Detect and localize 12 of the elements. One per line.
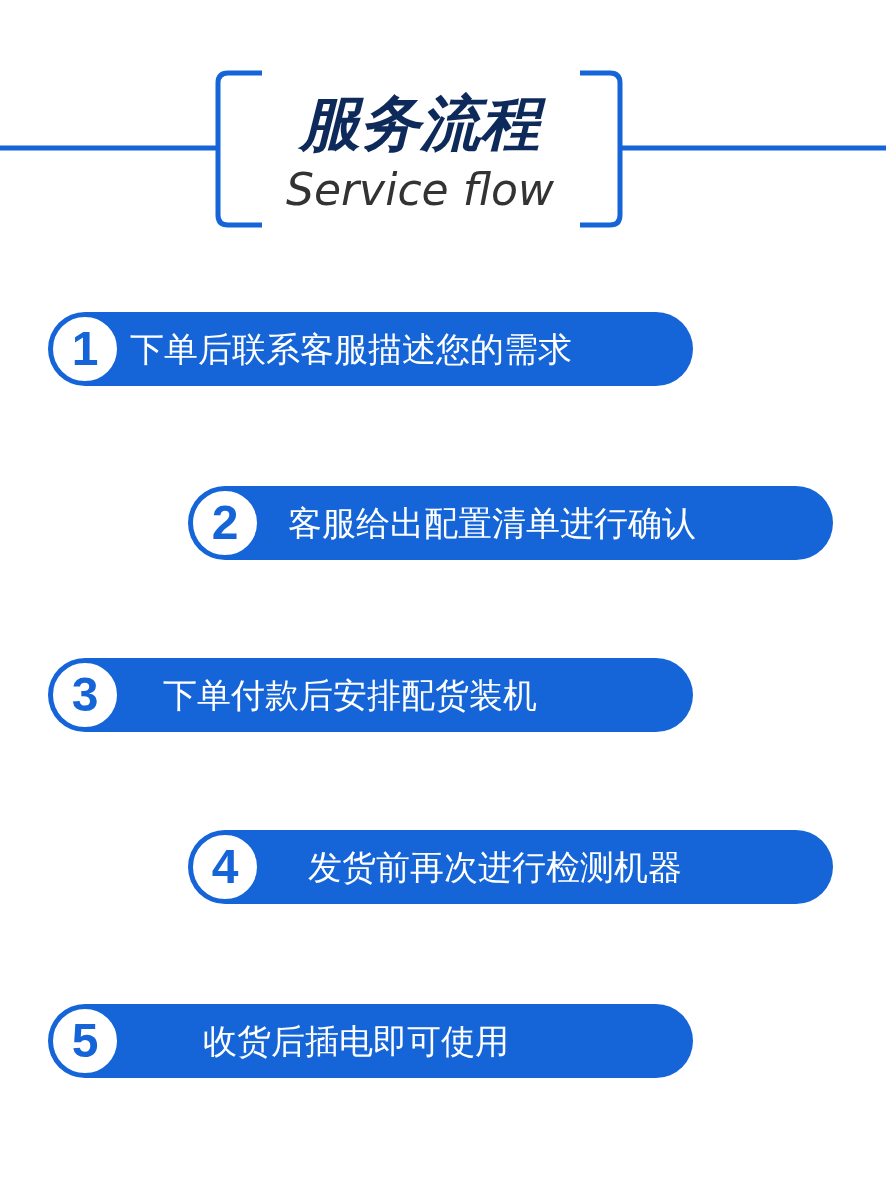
step-text: 发货前再次进行检测机器 — [308, 846, 682, 889]
step-text: 下单后联系客服描述您的需求 — [130, 328, 572, 371]
step-number: 5 — [50, 1006, 120, 1076]
title: 服务流程 — [240, 88, 600, 158]
subtitle: Service flow — [285, 163, 555, 217]
step-number: 1 — [50, 314, 120, 384]
step-number: 4 — [190, 832, 260, 902]
step-text: 下单付款后安排配货装机 — [163, 674, 537, 717]
step-number: 2 — [190, 488, 260, 558]
step-text: 客服给出配置清单进行确认 — [288, 502, 696, 545]
step-text: 收货后插电即可使用 — [203, 1020, 509, 1063]
step-number: 3 — [50, 660, 120, 730]
